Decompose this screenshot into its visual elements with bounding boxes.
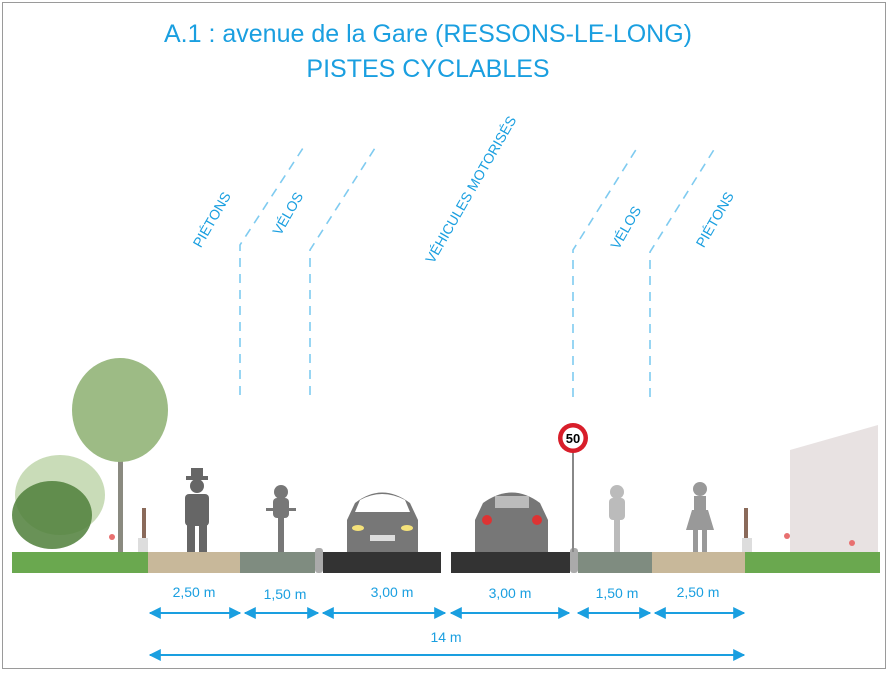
title-line-2: PISTES CYCLABLES	[306, 55, 549, 83]
car-rear-icon	[475, 492, 548, 552]
title-line-1: A.1 : avenue de la Gare (RESSONS-LE-LONG…	[164, 20, 692, 48]
tree-icon	[12, 358, 168, 552]
dimension-label: 2,50 m	[173, 584, 216, 600]
dimension-label: 1,50 m	[596, 585, 639, 601]
grass-right	[745, 552, 880, 573]
dimension-label: 2,50 m	[677, 584, 720, 600]
separator	[315, 548, 323, 573]
curb	[138, 538, 148, 552]
bollard-post	[744, 508, 748, 538]
leader-line	[572, 147, 638, 397]
road-lane-right	[451, 552, 570, 573]
bike-lane-right	[578, 552, 652, 573]
sidewalk-right	[652, 552, 745, 573]
speed-limit-sign: 50	[558, 423, 588, 552]
pedestrian-icon	[686, 482, 714, 552]
dimension-label: 3,00 m	[489, 585, 532, 601]
flower-icon	[849, 540, 855, 546]
dimension-label: 1,50 m	[264, 586, 307, 602]
zone-label-pietons-right: PIÉTONS	[692, 189, 736, 250]
total-width-label: 14 m	[430, 629, 461, 645]
flower-icon	[784, 533, 790, 539]
flower-icon	[109, 534, 115, 540]
separator	[570, 548, 578, 573]
bollard-post	[142, 508, 146, 538]
building	[790, 425, 878, 552]
car-front-icon	[347, 492, 418, 552]
curb	[742, 538, 752, 552]
cyclist-icon	[266, 485, 296, 552]
grass-left	[12, 552, 148, 573]
cyclist-icon	[609, 485, 625, 552]
leader-line	[239, 144, 306, 395]
zone-label-velos-left: VÉLOS	[269, 189, 306, 237]
road-lane-left	[323, 552, 441, 573]
zone-label-velos-right: VÉLOS	[607, 203, 644, 251]
leader-line	[309, 147, 376, 395]
zone-label-vehicules: VÉHICULES MOTORISÉS	[422, 113, 519, 266]
speed-limit-value: 50	[566, 431, 580, 446]
leader-line	[649, 147, 716, 397]
pedestrian-icon	[185, 468, 209, 552]
zone-label-pietons-left: PIÉTONS	[189, 189, 233, 250]
sidewalk-left	[148, 552, 240, 573]
bike-lane-left	[240, 552, 315, 573]
dimension-label: 3,00 m	[371, 584, 414, 600]
